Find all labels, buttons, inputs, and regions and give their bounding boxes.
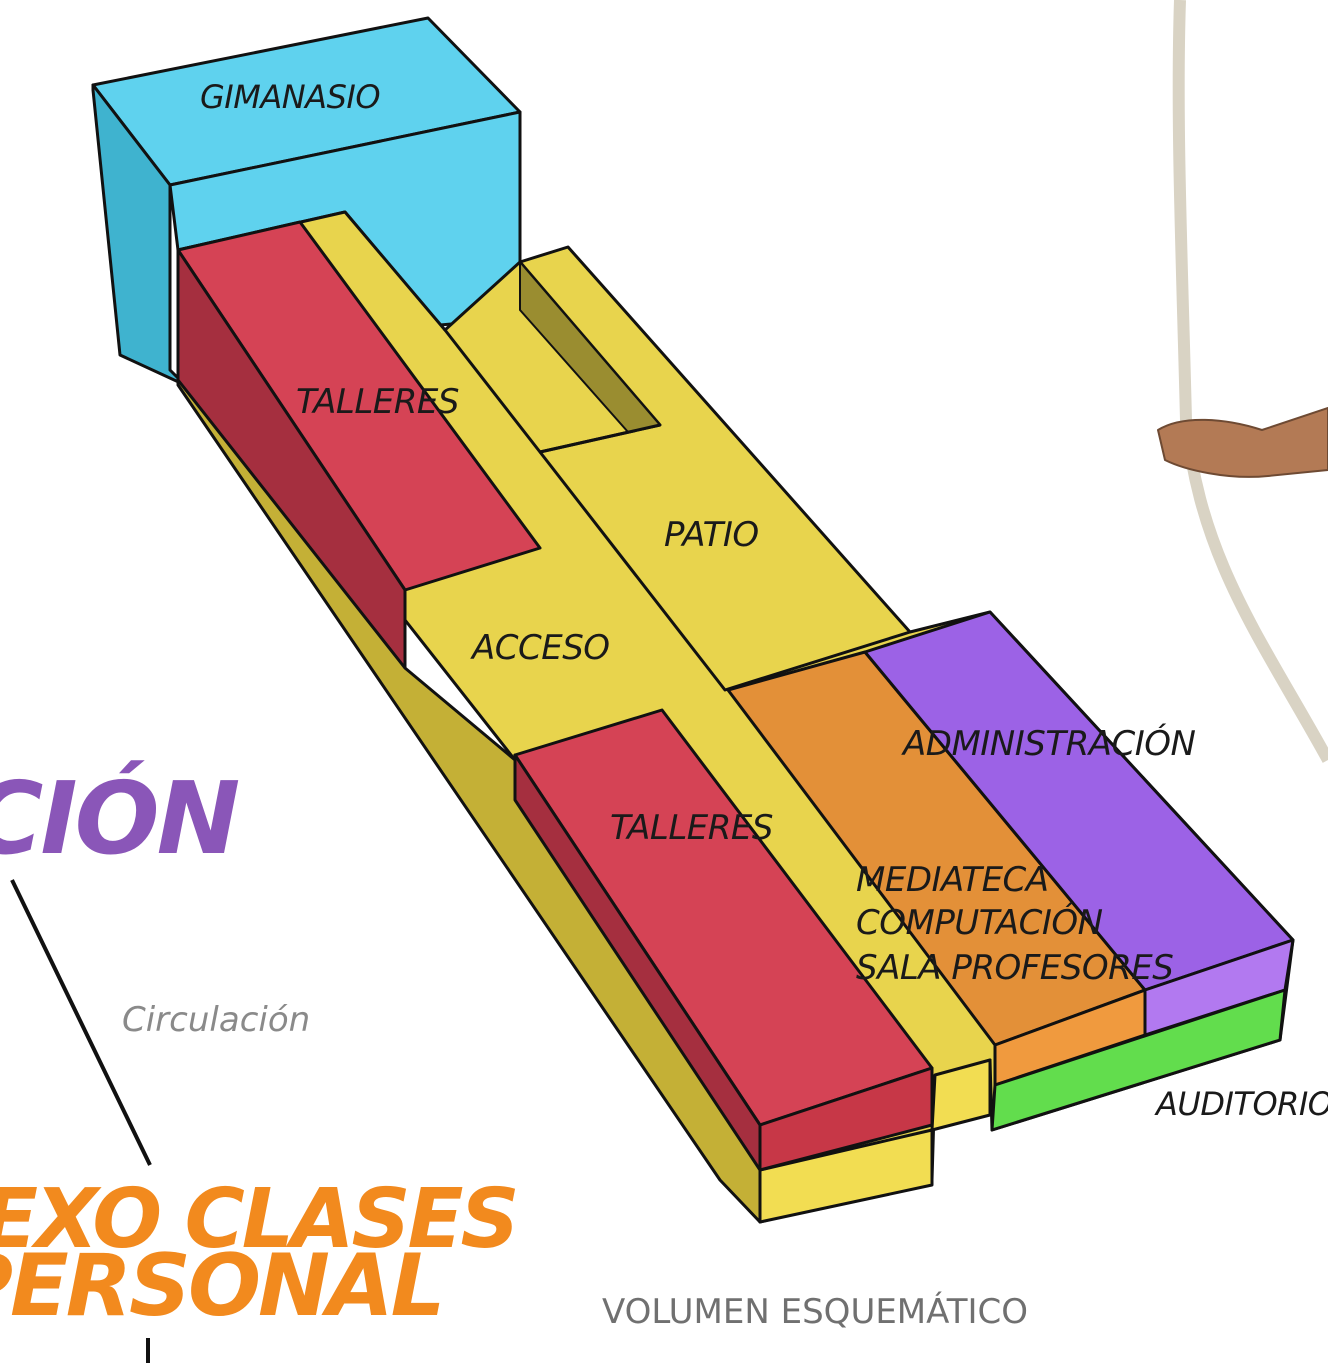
talleres-top-side (176, 248, 407, 670)
label-mediateca: MEDIATECA (856, 860, 1049, 900)
label-circulacion: Circulación (122, 1000, 311, 1040)
label-acceso: ACCESO (472, 628, 610, 668)
talleres-bottom-front (758, 1066, 934, 1172)
auditorio-front (990, 988, 1287, 1132)
heading-orange-line1: EXO CLASES (0, 1172, 520, 1267)
label-talleres-bottom: TALLERES (610, 808, 773, 848)
circulacion-front (758, 1128, 934, 1224)
patio-boundary (538, 451, 911, 692)
circulacion-front-2 (930, 1058, 992, 1132)
label-gimnasio: GIMANASIO (200, 78, 381, 116)
label-patio: PATIO (664, 515, 759, 555)
label-talleres-top: TALLERES (296, 382, 459, 422)
leader-line-circulacion (10, 879, 152, 1166)
label-auditorio: AUDITORIO (1156, 1085, 1328, 1123)
label-sala-profesores: SALA PROFESORES (856, 948, 1174, 988)
hand-icon (1157, 407, 1328, 478)
label-computacion: COMPUTACIÓN (856, 903, 1103, 943)
heading-orange-line2: PERSONAL (0, 1236, 445, 1336)
caption-volumen: VOLUMEN ESQUEMÁTICO (602, 1292, 1029, 1332)
heading-purple: CIÓN (0, 760, 240, 877)
patio-edge (539, 423, 661, 454)
rope-icon (1172, 0, 1328, 763)
label-administracion: ADMINISTRACIÓN (903, 724, 1196, 764)
